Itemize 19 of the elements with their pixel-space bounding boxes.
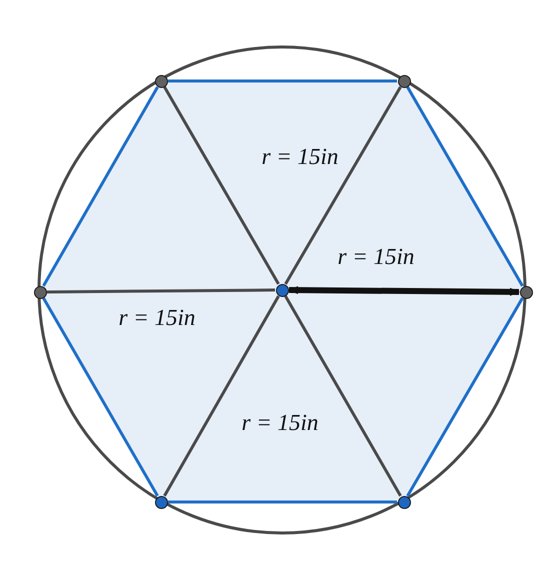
hexagon-side [168, 500, 397, 504]
radius-line [284, 86, 402, 285]
hexagon-side [42, 86, 159, 287]
hexagon-side [406, 86, 524, 287]
radius-arrow [288, 286, 520, 296]
vertex-point [34, 286, 46, 298]
vertex-point [154, 74, 168, 88]
radius-label: r = 15in [118, 305, 196, 331]
hexagon-side [406, 297, 524, 497]
vertex-point [398, 74, 410, 88]
radius-label: r = 15in [242, 410, 318, 436]
radius-line [46, 288, 276, 294]
hexagon-side [42, 297, 159, 497]
radius-label: r = 15in [338, 244, 414, 270]
radius-line [284, 295, 402, 497]
radius-label: r = 15in [262, 144, 338, 170]
hexagon-side [168, 80, 397, 82]
radius-line [163, 86, 280, 285]
radius-line [163, 295, 280, 497]
